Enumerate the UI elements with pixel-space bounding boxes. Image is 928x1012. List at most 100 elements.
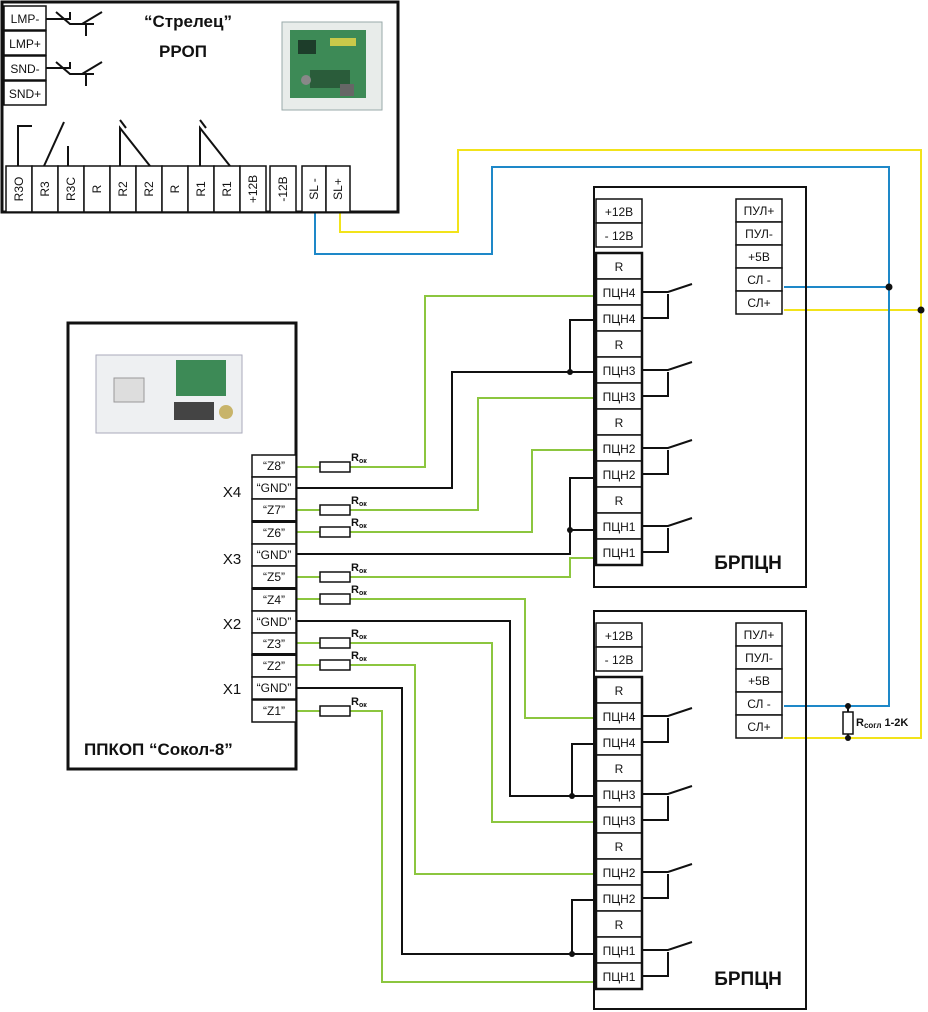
- resistor-icon: [842, 711, 854, 735]
- rrop-out-label: SND+: [9, 87, 41, 101]
- resistor-icon: [319, 526, 351, 538]
- brpcn-bus-label: СЛ+: [747, 720, 770, 734]
- brpcn-relay-label: ПЦН4: [603, 710, 636, 724]
- wires: [296, 149, 925, 983]
- wire-gnd-x2: [296, 620, 594, 797]
- yellow-wire-sl-plus-bottom: [784, 310, 922, 739]
- ppkop-panel-image: [95, 354, 243, 434]
- brpcn-relay-label: ПЦН2: [603, 442, 636, 456]
- rrop-subtitle: РРОП: [159, 42, 207, 61]
- brpcn-power-label: +12В: [605, 205, 633, 219]
- ppkop-terminal-strip: “Z8” “GND” “Z7” “Z6” “GND” “Z5” “Z4” “GN…: [251, 454, 297, 723]
- rrop-board-image: [281, 21, 383, 111]
- wire-gnd-x4: [296, 371, 594, 489]
- ppkop-terminal-label: “Z8”: [263, 459, 285, 473]
- rrop-terminal-label: R2: [142, 181, 156, 197]
- rrop-title: “Стрелец”: [144, 12, 232, 31]
- brpcn-title: БРПЦН: [714, 969, 782, 990]
- resistor-label: Rок: [351, 696, 367, 709]
- rrop-module: “Стрелец” РРОП LMP- LMP+ SND- SND+: [0, 0, 400, 214]
- rrop-terminal-label: SL+: [331, 178, 345, 200]
- wire-gnd-x3: [296, 529, 594, 555]
- brpcn-module-top: +12В- 12ВRПЦН4ПЦН4RПЦН3ПЦН3RПЦН2ПЦН2RПЦН…: [593, 186, 807, 588]
- rrop-terminal-label: R1: [220, 181, 234, 197]
- resistor-label: Rок: [351, 562, 367, 575]
- group-label: X4: [223, 484, 241, 501]
- resistor-icon: [319, 571, 351, 583]
- rrop-out-label: SND-: [10, 62, 39, 76]
- relay-contact-icon: [642, 439, 693, 449]
- relay-contact-icon: [642, 517, 693, 527]
- ppkop-terminal-label: “GND”: [257, 615, 292, 629]
- brpcn-relay-label: ПЦН3: [603, 364, 636, 378]
- blue-wire-sl-minus-bottom: [784, 287, 890, 707]
- brpcn-relay-label: ПЦН3: [603, 788, 636, 802]
- rrop-terminal-label: R2: [116, 181, 130, 197]
- brpcn-relay-label: ПЦН2: [603, 468, 636, 482]
- relay-contact-icon: [642, 361, 693, 371]
- rrop-terminal-label: R: [90, 184, 104, 193]
- resistor-icon: [319, 659, 351, 671]
- resistor-icon: [319, 504, 351, 516]
- brpcn-bus-label: ПУЛ-: [745, 651, 773, 665]
- brpcn-relay-label: ПЦН1: [603, 546, 636, 560]
- ppkop-terminal-label: “Z5”: [263, 570, 285, 584]
- brpcn-relay-label: ПЦН4: [603, 736, 636, 750]
- resistor-icon: [319, 705, 351, 717]
- resistor-label: Rок: [351, 495, 367, 508]
- rrop-out-label: LMP-: [11, 12, 40, 26]
- brpcn-relay-label: ПЦН4: [603, 286, 636, 300]
- ppkop-terminal-label: “GND”: [257, 548, 292, 562]
- rrop-terminal-label: -12В: [276, 176, 290, 201]
- rrop-terminal-label: R1: [194, 181, 208, 197]
- brpcn-bus-label: ПУЛ-: [745, 227, 773, 241]
- relay-contact-icon: [642, 707, 693, 717]
- brpcn-relay-label: ПЦН1: [603, 970, 636, 984]
- rrop-outputs: LMP- LMP+ SND- SND+: [3, 5, 47, 106]
- brpcn-bus-label: СЛ+: [747, 296, 770, 310]
- rrop-terminal-label: R: [168, 184, 182, 193]
- transistor-icon: [46, 11, 103, 86]
- ppkop-panel: “Z8” “GND” “Z7” “Z6” “GND” “Z5” “Z4” “GN…: [66, 321, 298, 771]
- rrop-terminal-label: R3C: [64, 177, 78, 201]
- brpcn-power-label: +12В: [605, 629, 633, 643]
- green-wires: [296, 295, 594, 983]
- resistor-label: Rок: [351, 628, 367, 641]
- brpcn-bus-label: +5В: [748, 674, 770, 688]
- ppkop-terminal-label: “GND”: [257, 681, 292, 695]
- ppkop-title: ППКОП “Сокол-8”: [84, 740, 233, 759]
- brpcn-relay-label: ПЦН4: [603, 312, 636, 326]
- resistor-label: Rок: [351, 452, 367, 465]
- brpcn-relay-label: ПЦН3: [603, 390, 636, 404]
- brpcn-frame: [593, 186, 807, 588]
- ppkop-terminal-label: “Z2”: [263, 659, 285, 673]
- rrop-terminal-label: +12В: [246, 175, 260, 203]
- relay-contact-icon: [17, 119, 231, 167]
- brpcn-relay-label: R: [615, 762, 624, 776]
- brpcn-relay-label: ПЦН1: [603, 520, 636, 534]
- ppkop-terminal-label: “Z7”: [263, 503, 285, 517]
- brpcn-frame: [593, 610, 807, 1010]
- relay-contact-icon: [642, 863, 693, 873]
- brpcn-relay-label: ПЦН2: [603, 892, 636, 906]
- brpcn-relay-label: R: [615, 840, 624, 854]
- resistor-label: Rок: [351, 517, 367, 530]
- ppkop-terminal-label: “Z6”: [263, 526, 285, 540]
- group-label: X3: [223, 551, 241, 568]
- wire-gnd-x1: [296, 687, 594, 955]
- brpcn-module-bottom: +12В- 12ВRПЦН4ПЦН4RПЦН3ПЦН3RПЦН2ПЦН2RПЦН…: [593, 610, 807, 1010]
- relay-contact-icon: [642, 785, 693, 795]
- rrop-terminal-label: SL -: [307, 178, 321, 200]
- brpcn-relay-label: R: [615, 918, 624, 932]
- brpcn-bus-label: ПУЛ+: [744, 204, 775, 218]
- brpcn-bus-label: +5В: [748, 250, 770, 264]
- brpcn-title: БРПЦН: [714, 553, 782, 574]
- rrop-terminal-label: R3: [38, 181, 52, 197]
- brpcn-power-label: - 12В: [605, 229, 634, 243]
- junction-dots: [567, 283, 925, 957]
- rrop-out-label: LMP+: [9, 37, 41, 51]
- brpcn-relay-label: ПЦН2: [603, 866, 636, 880]
